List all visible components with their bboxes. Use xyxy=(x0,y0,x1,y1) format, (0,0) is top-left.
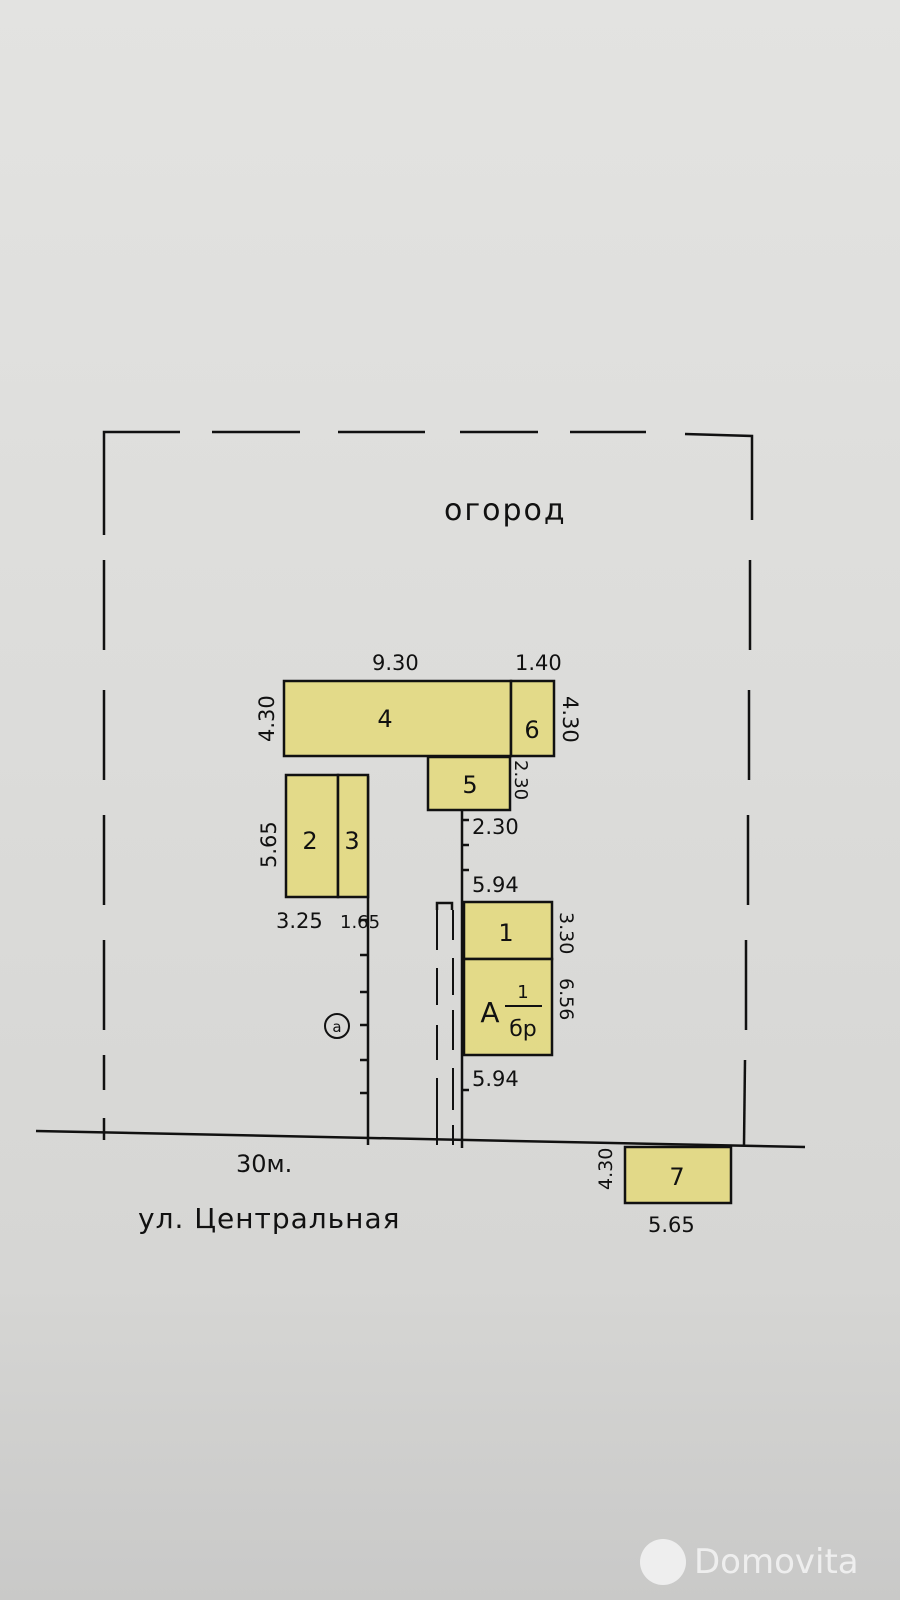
watermark-logo-icon xyxy=(640,1539,686,1585)
building-3 xyxy=(336,773,370,899)
dim-b23-depth: 5.65 xyxy=(257,821,281,868)
frontage-label: 30м. xyxy=(236,1150,292,1178)
dim-b7-width: 5.65 xyxy=(648,1213,695,1237)
building-4 xyxy=(282,679,513,758)
dim-ba-depth: 6.56 xyxy=(555,978,577,1020)
building-7 xyxy=(623,1145,733,1205)
label-a: А xyxy=(480,996,499,1029)
dim-b5-depth: 2.30 xyxy=(510,760,531,800)
garden-label: огород xyxy=(444,493,567,528)
watermark-text: Domovita xyxy=(694,1542,859,1582)
label-2: 2 xyxy=(302,827,317,855)
dim-b1-depth: 3.30 xyxy=(555,912,577,954)
watermark: Domovita xyxy=(640,1538,859,1586)
label-a-fraction-top: 1 xyxy=(517,982,528,1003)
label-7: 7 xyxy=(669,1163,684,1191)
dim-b1-width: 5.94 xyxy=(472,873,519,897)
dim-b4-width: 9.30 xyxy=(372,651,419,675)
label-6: 6 xyxy=(524,716,539,744)
dim-ba-width: 5.94 xyxy=(472,1067,519,1091)
label-3: 3 xyxy=(344,827,359,855)
svg-text:a: a xyxy=(332,1018,341,1036)
dim-b6-depth: 4.30 xyxy=(558,696,582,743)
plot-boundary xyxy=(35,430,806,1149)
street-label: ул. Центральная xyxy=(138,1202,401,1235)
building-5 xyxy=(426,755,512,812)
dim-b2-width: 3.25 xyxy=(276,909,323,933)
label-4: 4 xyxy=(377,705,392,733)
label-a-fraction-bottom: бр xyxy=(509,1017,537,1042)
dim-b5-width: 2.30 xyxy=(472,815,519,839)
circle-marker: a xyxy=(324,1013,350,1039)
dim-b7-depth: 4.30 xyxy=(595,1148,617,1190)
building-6 xyxy=(509,679,556,758)
dim-b6-width: 1.40 xyxy=(515,651,562,675)
dim-b3-width: 1.65 xyxy=(340,912,380,933)
dim-b4-depth: 4.30 xyxy=(255,695,279,742)
label-1: 1 xyxy=(498,919,513,947)
label-5: 5 xyxy=(462,771,477,799)
